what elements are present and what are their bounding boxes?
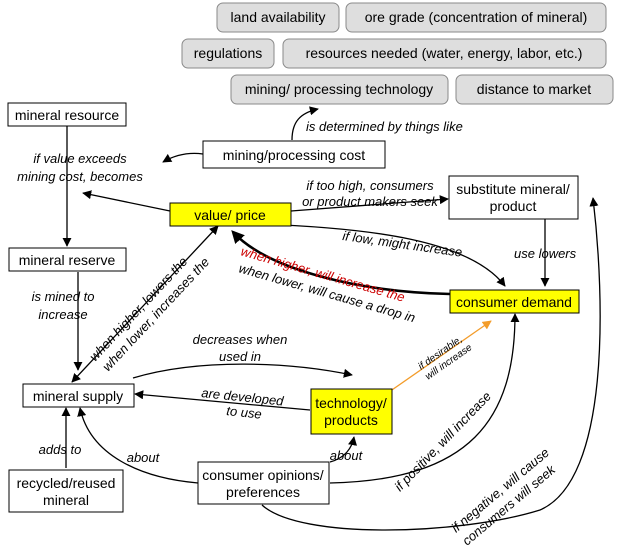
label-use-lowers: use lowers <box>514 246 577 261</box>
label-when-lower-increases: when lower, increases the <box>99 254 212 374</box>
factor-regulations-label: regulations <box>194 45 263 61</box>
node-opinions: consumer opinions/ preferences <box>197 461 330 505</box>
factor-resources-needed: resources needed (water, energy, labor, … <box>282 38 607 69</box>
node-mineral-supply: mineral supply <box>22 383 135 408</box>
arrow-opinions-to-supply <box>77 407 199 484</box>
node-recycled-line1: recycled/reused <box>17 475 116 491</box>
node-mineral-supply-label: mineral supply <box>33 388 123 404</box>
node-mineral-resource-label: mineral resource <box>15 107 119 123</box>
label-if-too-high-2: or product makers seek <box>302 194 439 209</box>
node-value-price: value/ price <box>169 202 292 227</box>
node-substitute: substitute mineral/ product <box>448 175 579 220</box>
arrow-technology-to-supply <box>134 390 311 411</box>
node-mining-cost: mining/processing cost <box>202 140 386 169</box>
node-recycled: recycled/reused mineral <box>8 469 124 513</box>
factor-ore-grade-label: ore grade (concentration of mineral) <box>365 9 588 25</box>
factor-distance-to-market-label: distance to market <box>477 81 591 97</box>
label-about-right: about <box>330 448 364 463</box>
label-if-low: if low, might increase <box>342 228 464 260</box>
arrow-price-to-substitute <box>290 195 449 212</box>
node-substitute-line2: product <box>490 198 537 214</box>
label-if-positive: if positive, will increase <box>391 389 494 495</box>
label-is-mined-to-1: is mined to <box>32 289 95 304</box>
node-opinions-line2: preferences <box>226 484 300 500</box>
node-opinions-line1: consumer opinions/ <box>202 467 324 483</box>
factor-ore-grade: ore grade (concentration of mineral) <box>345 2 607 33</box>
factor-mining-technology-label: mining/ processing technology <box>245 81 433 97</box>
node-mineral-reserve: mineral reserve <box>8 247 127 272</box>
arrow-opinions-to-demand <box>329 313 520 484</box>
label-if-too-high-1: if too high, consumers <box>306 178 434 193</box>
label-if-value-exceeds-1: if value exceeds <box>33 151 127 166</box>
arrow-opinions-to-technology <box>329 436 358 463</box>
label-if-value-exceeds-2: mining cost, becomes <box>17 169 143 184</box>
node-mineral-reserve-label: mineral reserve <box>19 252 116 268</box>
arrow-supply-price <box>71 225 219 383</box>
node-technology-line1: technology/ <box>315 395 387 411</box>
arrow-opinions-to-substitute <box>261 197 601 531</box>
label-are-developed-2: to use <box>226 403 263 422</box>
node-substitute-line1: substitute mineral/ <box>456 181 570 197</box>
label-determined-by: is determined by things like <box>306 119 463 134</box>
node-technology: technology/ products <box>310 388 393 435</box>
arrow-price-to-text <box>82 190 171 212</box>
arrow-supply-to-technology <box>132 363 353 379</box>
node-mining-cost-label: mining/processing cost <box>223 147 366 163</box>
factor-mining-technology: mining/ processing technology <box>230 74 449 105</box>
factor-land-availability: land availability <box>216 2 340 33</box>
arrow-technology-to-demand <box>388 320 492 393</box>
factor-land-availability-label: land availability <box>231 9 326 25</box>
node-mineral-resource: mineral resource <box>7 102 127 127</box>
node-consumer-demand: consumer demand <box>449 289 580 314</box>
arrow-price-to-demand <box>259 223 506 287</box>
arrow-cost-to-text <box>162 152 204 163</box>
label-decreases-when-1: decreases when <box>193 332 288 347</box>
node-technology-line2: products <box>324 412 378 428</box>
label-decreases-when-2: used in <box>219 349 261 364</box>
connectors <box>61 106 601 531</box>
node-recycled-line2: mineral <box>43 492 89 508</box>
node-value-price-label: value/ price <box>194 207 266 223</box>
label-adds-to: adds to <box>39 442 82 457</box>
arrow-cost-to-factors <box>291 106 319 141</box>
node-consumer-demand-label: consumer demand <box>456 294 572 310</box>
label-is-mined-to-2: increase <box>38 307 87 322</box>
arrow-demand-to-price <box>231 230 451 296</box>
factor-resources-needed-label: resources needed (water, energy, labor, … <box>306 45 583 61</box>
label-about-left: about <box>127 450 161 465</box>
factor-regulations: regulations <box>181 38 275 69</box>
factor-distance-to-market: distance to market <box>455 74 614 105</box>
